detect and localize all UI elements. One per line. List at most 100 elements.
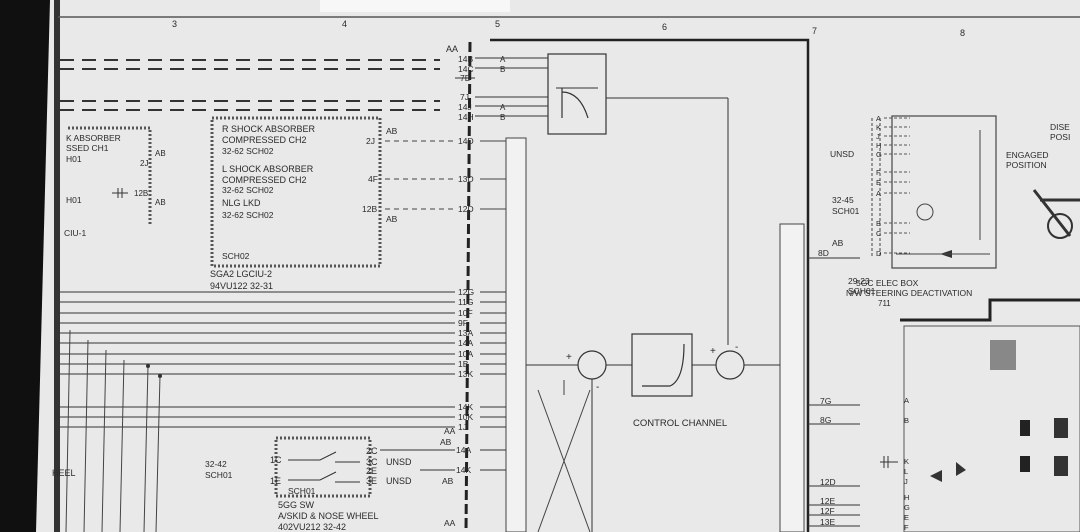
switch-label: L SHOCK ABSORBER bbox=[222, 164, 314, 174]
pin-letter: B bbox=[904, 416, 909, 425]
sheet-border-left bbox=[54, 0, 60, 532]
pin-label: 9F bbox=[458, 318, 468, 328]
sgg-subtitle: A/SKID & NOSE WHEEL bbox=[278, 511, 379, 521]
sgg-wires bbox=[380, 449, 506, 471]
pin-letter: J bbox=[876, 132, 880, 141]
pin-letter: K bbox=[876, 123, 881, 132]
pin-label: 2C bbox=[366, 446, 378, 456]
pin-label: 3E bbox=[366, 476, 377, 486]
left-block-text: K ABSORBER bbox=[66, 133, 121, 143]
grid-number: 6 bbox=[662, 22, 667, 32]
sheet-ref: 29-23 bbox=[848, 276, 870, 286]
pin-label: 8G bbox=[820, 415, 831, 425]
pin-letter: A bbox=[500, 55, 506, 64]
actuator bbox=[990, 340, 1016, 370]
monitor-edge bbox=[0, 0, 50, 532]
bus-wires bbox=[58, 291, 506, 428]
sgg-ref: 402VU212 32-42 bbox=[278, 522, 346, 532]
posi-label: POSI bbox=[1050, 132, 1070, 142]
pin-label: 14A bbox=[456, 445, 471, 455]
control-unit-outline bbox=[490, 38, 810, 532]
pin-letter: F bbox=[876, 168, 881, 177]
pin-label: 14K bbox=[458, 402, 473, 412]
connector-label: AB bbox=[386, 214, 398, 224]
pin-label: 14H bbox=[458, 112, 474, 122]
sheet-ref: 32-45 bbox=[832, 195, 854, 205]
left-block-text: H01 bbox=[66, 154, 82, 164]
pin-label: 10F bbox=[458, 308, 473, 318]
left-switch-block: K ABSORBER SSED CH1 H01 H01 CIU-1 2J 12B… bbox=[64, 126, 166, 238]
pin-letter: A bbox=[876, 114, 881, 123]
connector-label: AA bbox=[444, 426, 456, 436]
dashed-wires-top bbox=[60, 59, 440, 111]
pin-label: 7J bbox=[460, 92, 469, 102]
sheet-ref: SCH01 bbox=[205, 470, 233, 480]
connector-label: AB bbox=[442, 476, 454, 486]
box-subtitle: N/W STEERING DEACTIVATION bbox=[846, 288, 972, 298]
pin-label: 12D bbox=[458, 204, 474, 214]
pin-label: 2J bbox=[140, 159, 148, 168]
sga2-switch-box: R SHOCK ABSORBER COMPRESSED CH2 32-62 SC… bbox=[210, 116, 398, 268]
dise-label: DISE bbox=[1050, 122, 1070, 132]
unsd-label: UNSD bbox=[386, 457, 412, 467]
pin-label: 3C bbox=[366, 457, 378, 467]
switch-ref: 32-62 SCH02 bbox=[222, 146, 274, 156]
box-number: 711 bbox=[878, 299, 891, 308]
grid-number: 4 bbox=[342, 19, 347, 29]
connector-bar-left bbox=[464, 41, 472, 532]
sign: - bbox=[596, 382, 599, 393]
unsd-label: UNSD bbox=[830, 149, 854, 159]
output-busbar bbox=[779, 223, 805, 532]
pin-label: 13A bbox=[458, 328, 473, 338]
left-block-text: SSED CH1 bbox=[66, 143, 109, 153]
engaged-label: ENGAGED bbox=[1006, 150, 1049, 160]
input-busbar bbox=[505, 137, 527, 532]
grid-number: 5 bbox=[495, 19, 500, 29]
pin-label: 2E bbox=[366, 466, 377, 476]
pin-label: 7G bbox=[820, 396, 831, 406]
pin-label: 10A bbox=[458, 349, 473, 359]
pin-label: 13E bbox=[820, 517, 835, 527]
pin-label: 14J bbox=[458, 102, 472, 112]
pin-label: 12E bbox=[820, 496, 835, 506]
grid-number: 8 bbox=[960, 28, 965, 38]
junction-dot bbox=[146, 364, 150, 368]
control-channel-label: CONTROL CHANNEL bbox=[633, 418, 727, 429]
wheel-label: HEEL bbox=[52, 468, 76, 478]
pin-label: 14B bbox=[458, 54, 473, 64]
connector-label: AB bbox=[440, 437, 452, 447]
sensor-function-box bbox=[547, 53, 729, 345]
left-block-text: CIU-1 bbox=[64, 228, 86, 238]
grid-number: 7 bbox=[812, 26, 817, 36]
pin-letter: A bbox=[904, 396, 909, 405]
connector-label: AA bbox=[446, 44, 458, 54]
pin-label: 12B bbox=[134, 189, 148, 198]
pin-label: 12B bbox=[362, 204, 377, 214]
connector-label: AB bbox=[155, 198, 166, 207]
sga2-ref: 94VU122 32-31 bbox=[210, 281, 273, 291]
connector-label: AB bbox=[155, 149, 166, 158]
left-block-text: H01 bbox=[66, 195, 82, 205]
pin-label: 1C bbox=[270, 455, 282, 465]
pin-letter: L bbox=[904, 467, 908, 476]
switch-ref: 32-62 SCH02 bbox=[222, 185, 274, 195]
connector-label: AB bbox=[386, 126, 398, 136]
pin-label: 12D bbox=[820, 477, 836, 487]
pin-letter: E bbox=[904, 513, 909, 522]
mid-wires bbox=[480, 140, 506, 210]
pin-letter: C bbox=[876, 229, 882, 238]
sheet-ref: SCH01 bbox=[832, 206, 860, 216]
pin-letter: B bbox=[500, 113, 505, 122]
feeder-lines bbox=[65, 329, 161, 532]
pin-letter: G bbox=[904, 503, 910, 512]
right-section: 8D AB 29-23 SCH01 UNSD 32-45 SCH01 5GC E… bbox=[808, 115, 1080, 308]
pin-label: 1B bbox=[458, 359, 469, 369]
pin-label: 12F bbox=[820, 506, 835, 516]
switch-label: NLG LKD bbox=[222, 198, 261, 208]
box-title: 5GC ELEC BOX bbox=[856, 278, 919, 288]
pin-label: 7B bbox=[460, 73, 471, 83]
sign: - bbox=[735, 342, 738, 353]
pin-label: 2J bbox=[366, 136, 375, 146]
